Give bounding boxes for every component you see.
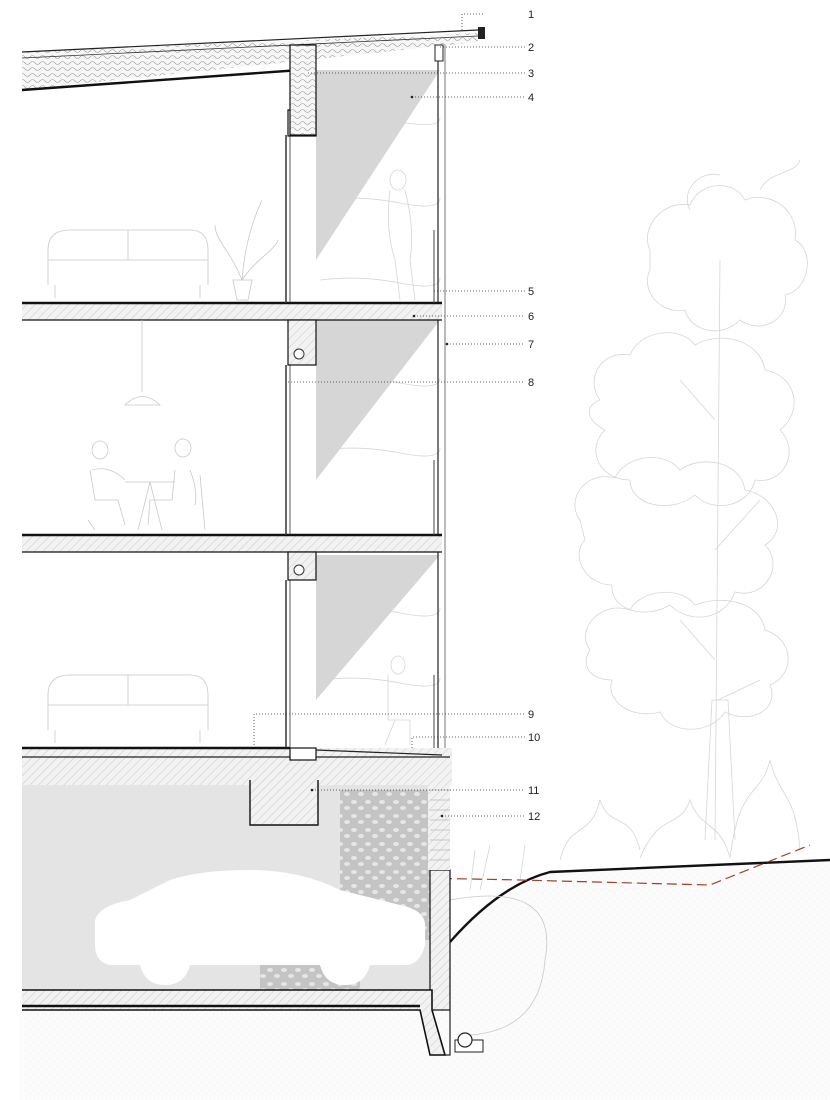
callout-2: 2 (528, 42, 534, 54)
car-icon (95, 870, 425, 985)
callout-8: 8 (528, 377, 534, 389)
callout-1: 1 (528, 9, 534, 21)
shrubs-entourage (469, 759, 801, 891)
sofa-icon-lower (47, 674, 209, 743)
callout-labels: 1 2 3 4 5 6 7 8 9 10 11 12 (528, 9, 540, 823)
drain-pipe-icon (454, 1032, 484, 1053)
brick-course (430, 789, 450, 861)
pendant-lamp-icon (124, 320, 162, 406)
callout-11: 11 (528, 785, 539, 797)
foundation-wall (22, 775, 452, 870)
window-head-boxes (287, 109, 317, 581)
callout-7: 7 (528, 339, 534, 351)
callout-10: 10 (528, 732, 540, 744)
roof-assembly (21, 27, 485, 136)
callout-3: 3 (528, 68, 534, 80)
callout-leaders (253, 13, 525, 818)
ground-line (449, 858, 830, 943)
sofa-icon-upper (47, 229, 209, 298)
potted-plant-icon (214, 199, 279, 301)
floor-slab-ground (22, 746, 452, 778)
glazing-wall (285, 135, 291, 748)
timber-facade (316, 45, 446, 757)
trees-entourage (574, 159, 808, 841)
person-on-balcony-icon (384, 169, 416, 746)
callout-9: 9 (528, 709, 534, 721)
callout-12: 12 (528, 811, 540, 823)
callout-5: 5 (528, 286, 534, 298)
callout-6: 6 (528, 311, 534, 323)
floor-slab-level-3 (22, 301, 442, 321)
floor-slab-level-2 (22, 533, 442, 553)
people-at-table-icon (87, 438, 206, 531)
excavation-line (449, 895, 548, 1036)
callout-4: 4 (528, 92, 534, 104)
